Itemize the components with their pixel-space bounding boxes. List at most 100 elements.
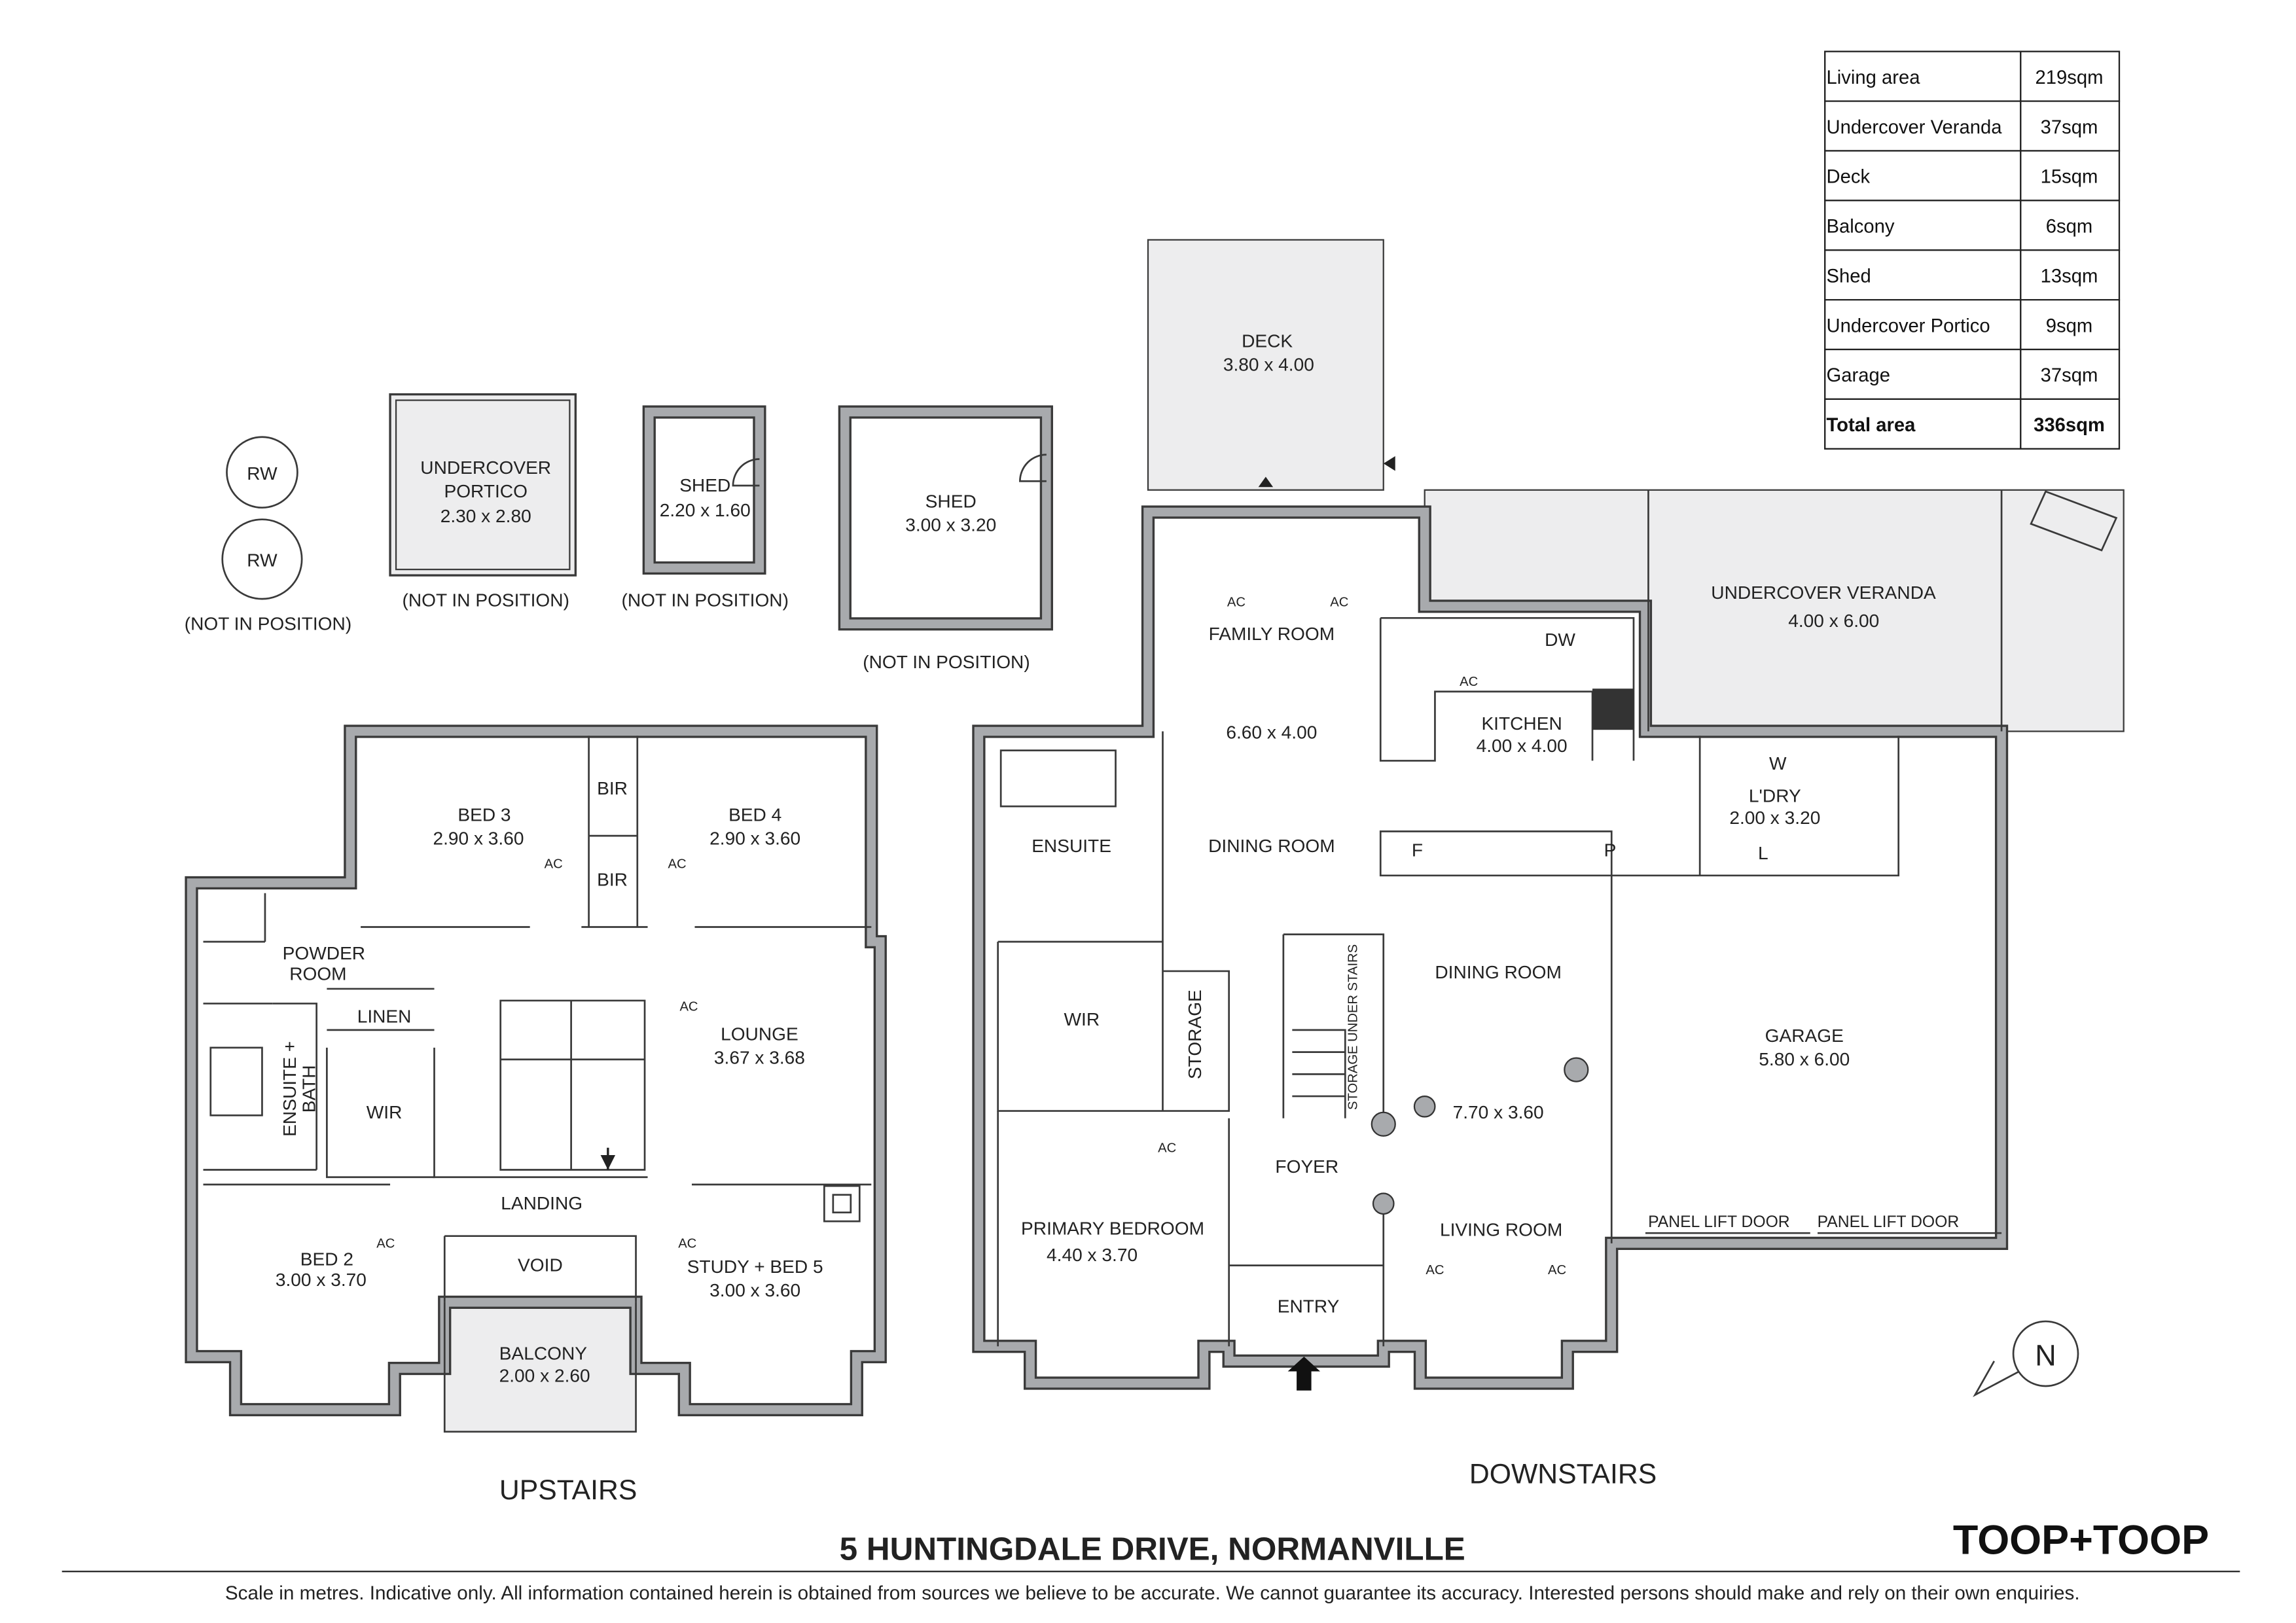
panel-lift-door-label: PANEL LIFT DOOR [1818, 1213, 1960, 1231]
upstairs-title: UPSTAIRS [499, 1474, 637, 1506]
upstairs-plan: BED 3 2.90 x 3.60 BIR BIR BED 4 2.90 x 3… [185, 724, 887, 1506]
room-name: STUDY + BED 5 [687, 1257, 823, 1277]
room-name: BATH [298, 1065, 319, 1113]
room-name: SHED [925, 491, 977, 512]
room-name: ENSUITE + [279, 1041, 300, 1137]
room-dims: 3.80 x 4.00 [1223, 355, 1314, 375]
room-name: FAMILY ROOM [1209, 624, 1335, 644]
room-name: FOYER [1275, 1156, 1338, 1177]
room-name: BIR [597, 778, 628, 798]
room-name: DINING ROOM [1208, 836, 1335, 856]
area-value: 37sqm [2041, 117, 2098, 138]
downstairs-title: DOWNSTAIRS [1469, 1458, 1657, 1489]
room-name: GARAGE [1765, 1026, 1844, 1046]
area-table-row: Undercover Veranda 37sqm [1824, 100, 2121, 152]
area-table-row: Undercover Portico 9sqm [1824, 298, 2121, 351]
area-label: Total area [1827, 415, 1916, 436]
area-label: Undercover Portico [1827, 315, 1990, 336]
fridge-label: F [1412, 840, 1423, 861]
ac-unit-label: AC [1158, 1141, 1176, 1156]
room-name: ENTRY [1278, 1296, 1340, 1317]
area-label: Undercover Veranda [1827, 117, 2003, 138]
room-name: WIR [1064, 1009, 1100, 1029]
area-label: Deck [1827, 167, 1871, 188]
area-value: 13sqm [2041, 266, 2098, 287]
area-value: 15sqm [2041, 167, 2098, 188]
area-label: Shed [1827, 266, 1871, 287]
area-table-row: Living area 219sqm [1824, 50, 2121, 102]
ac-unit-label: AC [1548, 1263, 1566, 1277]
room-name: WIR [367, 1102, 403, 1122]
room-name: PRIMARY BEDROOM [1021, 1218, 1204, 1238]
area-label: Balcony [1827, 217, 1895, 238]
room-name: PORTICO [444, 481, 527, 501]
shed-small: SHED 2.20 x 1.60 (NOT IN POSITION) [622, 405, 789, 610]
area-table-row: Shed 13sqm [1824, 249, 2121, 301]
ac-unit-label: AC [1227, 595, 1246, 609]
room-name: BIR [597, 870, 628, 890]
area-label: Garage [1827, 365, 1890, 386]
rw-label: RW [247, 550, 278, 571]
area-table-row: Garage 37sqm [1824, 348, 2121, 401]
room-name: L'DRY [1749, 785, 1801, 806]
downstairs-plan: DECK 3.80 x 4.00 UNDERCOVER VERANDA 4.00… [972, 239, 2125, 1489]
area-value: 37sqm [2041, 365, 2098, 386]
room-dims: 2.90 x 3.60 [709, 829, 800, 849]
rw-label: RW [247, 463, 278, 484]
entry-arrow-icon [1287, 1357, 1321, 1391]
disclaimer: Scale in metres. Indicative only. All in… [225, 1582, 2080, 1604]
room-dims: 2.30 x 2.80 [440, 506, 531, 526]
room-dims: 2.00 x 2.60 [499, 1365, 590, 1385]
room-name: LINEN [357, 1007, 412, 1027]
area-table-row: Deck 15sqm [1824, 150, 2121, 202]
room-name: BED 3 [457, 805, 511, 825]
not-in-position-note: (NOT IN POSITION) [622, 590, 789, 610]
dishwasher-label: DW [1545, 630, 1575, 650]
room-name: SHED [679, 475, 730, 495]
room-name: ENSUITE [1031, 836, 1111, 856]
room-name: BALCONY [499, 1344, 588, 1364]
room-dims: 6.60 x 4.00 [1226, 722, 1317, 743]
ac-unit-label: AC [1426, 1263, 1444, 1277]
room-name: ROOM [289, 963, 346, 984]
pantry-label: P [1604, 840, 1617, 861]
not-in-position-note: (NOT IN POSITION) [185, 613, 351, 633]
room-dims: 2.90 x 3.60 [433, 829, 524, 849]
area-label: Living area [1827, 67, 1921, 88]
room-name: LOUNGE [721, 1024, 798, 1044]
room-dims: 5.80 x 6.00 [1759, 1049, 1850, 1069]
not-in-position-note: (NOT IN POSITION) [863, 652, 1030, 672]
room-dims: 3.00 x 3.60 [709, 1280, 800, 1300]
area-value: 219sqm [2036, 67, 2104, 88]
room-name: STORAGE [1185, 990, 1205, 1079]
area-table-total-row: Total area 336sqm [1824, 398, 2121, 450]
room-name: STORAGE UNDER STAIRS [1346, 944, 1360, 1110]
washer-label: W [1769, 753, 1787, 774]
north-label: N [2035, 1339, 2056, 1372]
undercover-portico: UNDERCOVER PORTICO 2.30 x 2.80 (NOT IN P… [389, 393, 577, 610]
room-name: LANDING [501, 1193, 583, 1213]
room-dims: 2.20 x 1.60 [660, 500, 751, 520]
rainwater-tanks: RW RW (NOT IN POSITION) [185, 436, 351, 633]
room-dims: 7.70 x 3.60 [1453, 1102, 1544, 1122]
room-name: BED 4 [728, 805, 781, 825]
room-dims: 3.00 x 3.70 [276, 1270, 367, 1290]
room-name: VOID [518, 1255, 563, 1275]
ac-unit-label: AC [376, 1237, 395, 1251]
ac-unit-label: AC [668, 857, 686, 872]
shed-large: SHED 3.00 x 3.20 (NOT IN POSITION) [838, 405, 1053, 672]
room-name: UNDERCOVER VERANDA [1711, 582, 1936, 603]
room-name: POWDER [283, 943, 365, 963]
room-name: DINING ROOM [1435, 962, 1562, 982]
area-value: 336sqm [2034, 415, 2105, 436]
room-dims: 4.00 x 6.00 [1788, 611, 1879, 631]
ac-unit-label: AC [679, 1000, 698, 1014]
room-name: DECK [1242, 331, 1293, 351]
area-value: 9sqm [2046, 315, 2092, 336]
room-dims: 3.00 x 3.20 [905, 515, 996, 535]
room-dims: 2.00 x 3.20 [1729, 808, 1820, 828]
north-compass: N [1973, 1320, 2079, 1397]
